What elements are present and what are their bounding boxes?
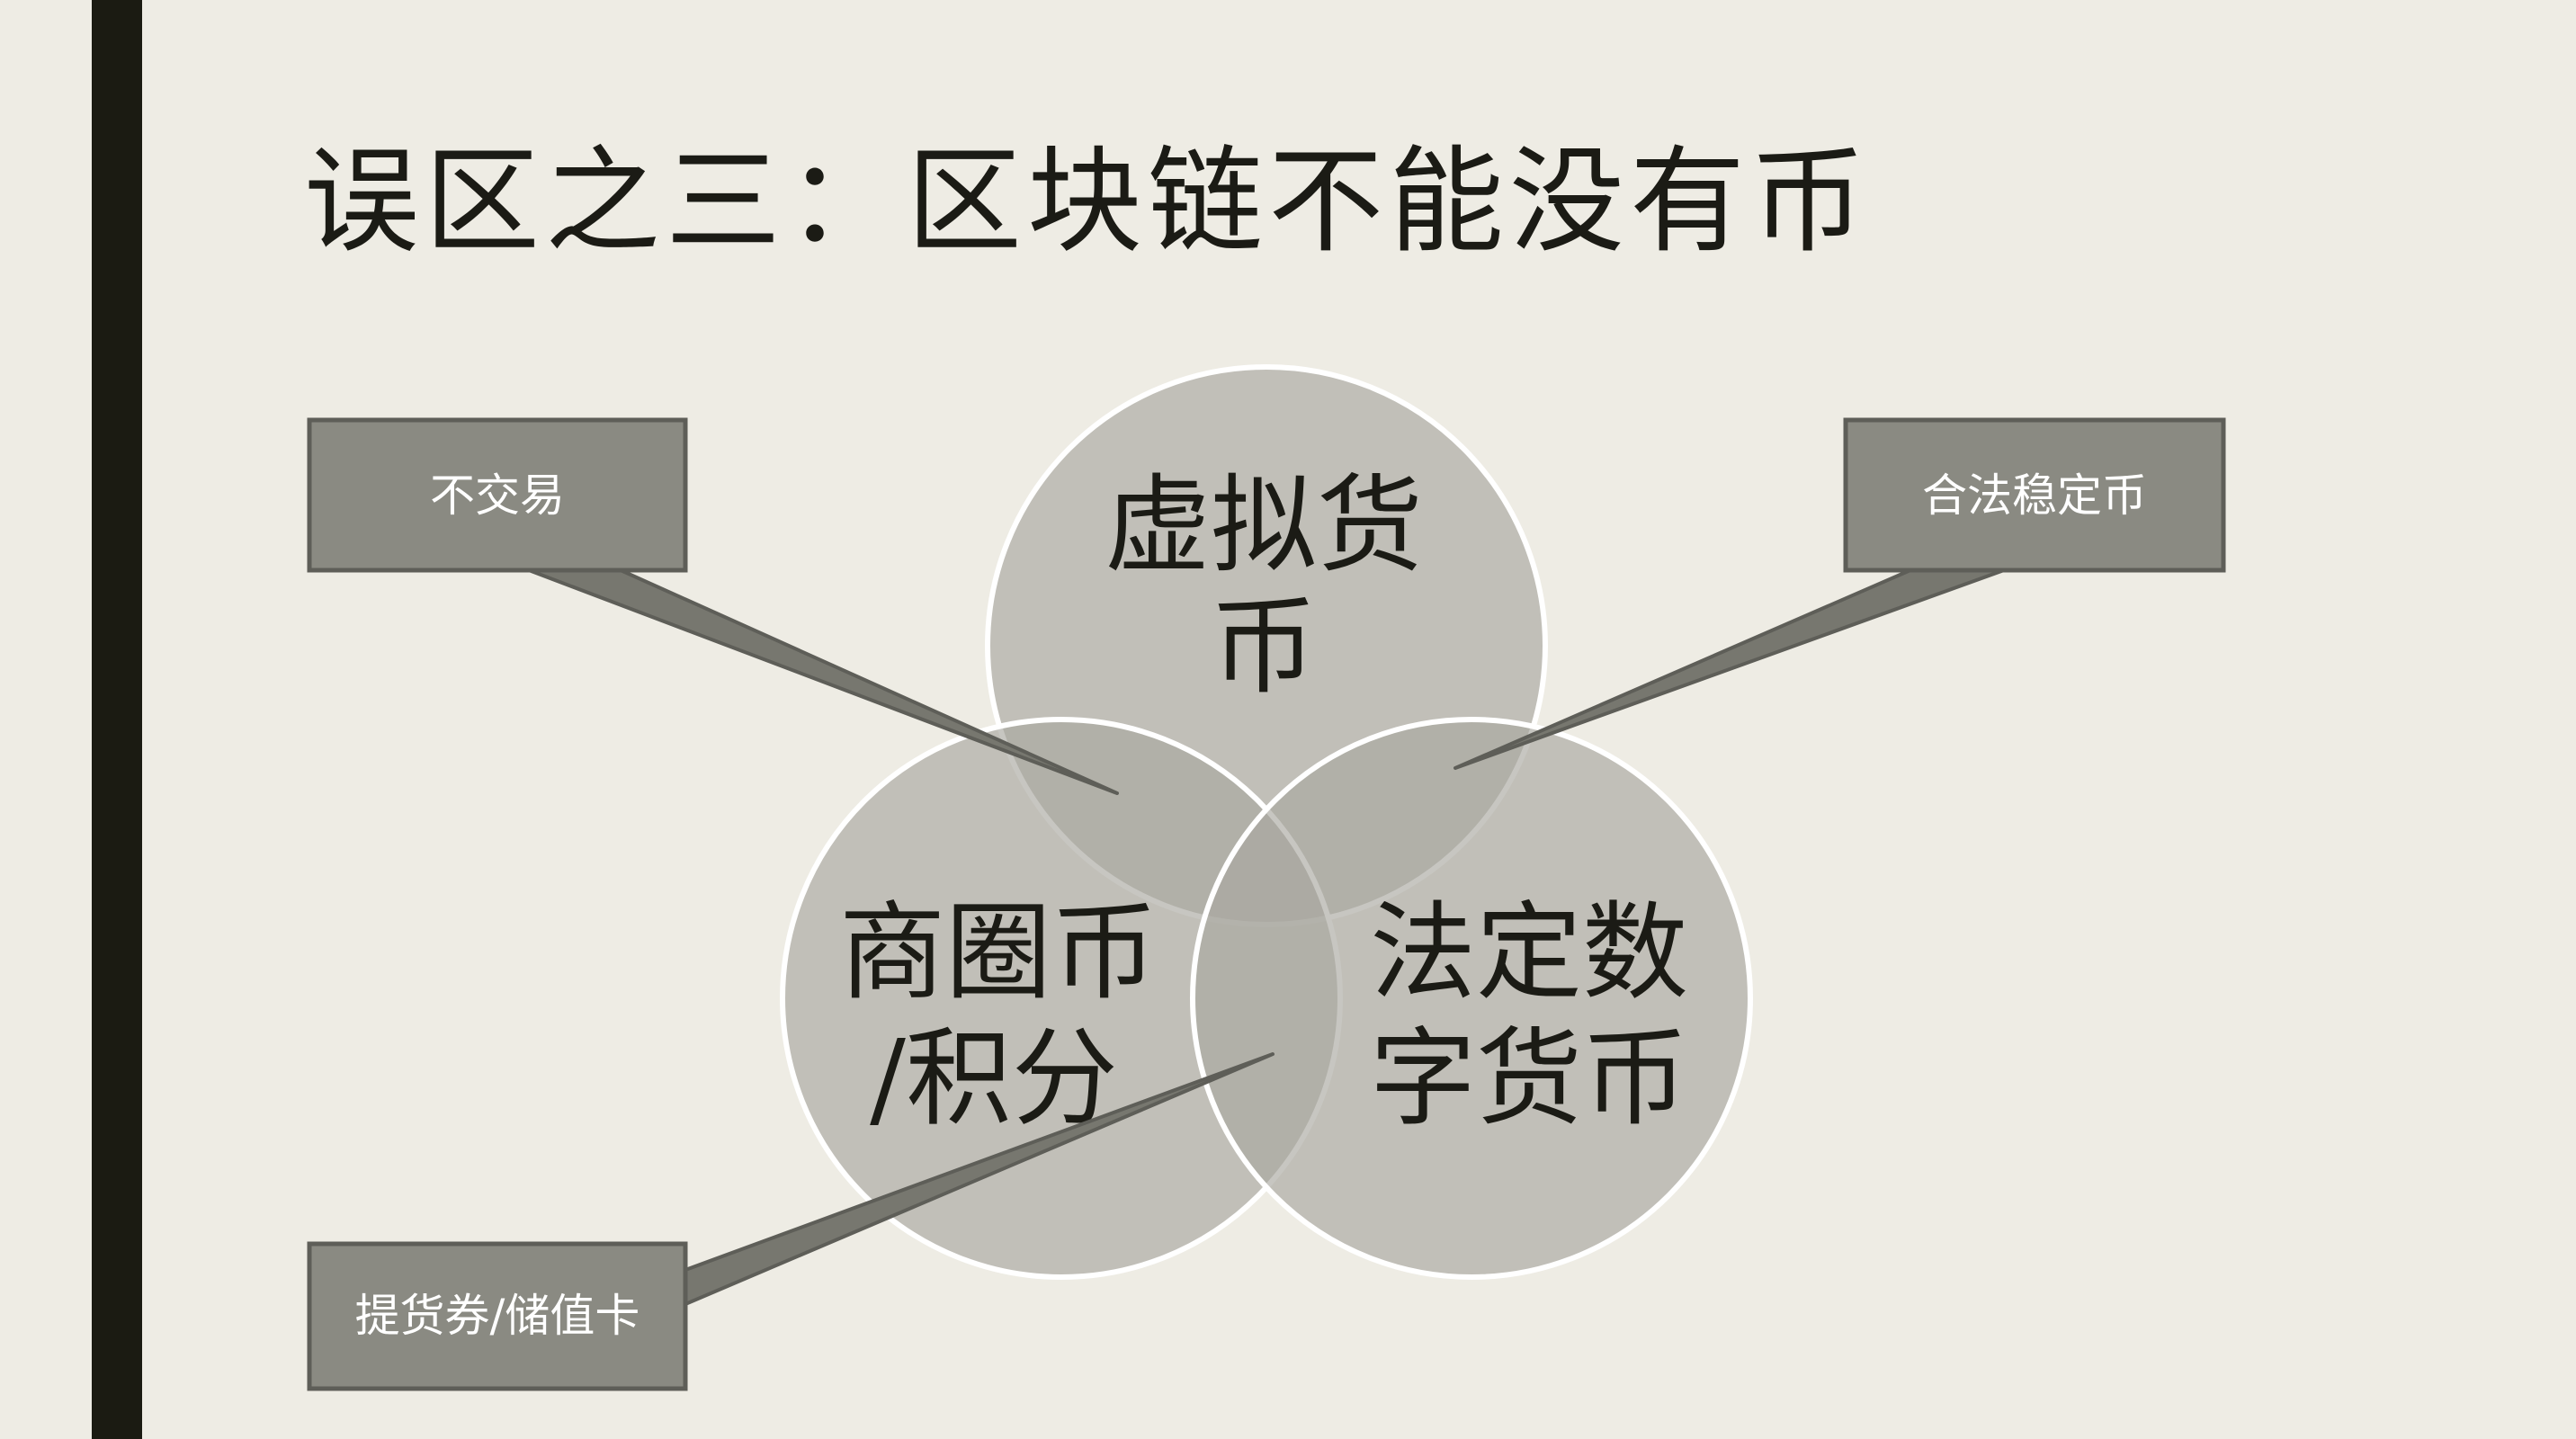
circle-label-legal-line1: 法定数 (1370, 890, 1688, 1014)
slide-title: 误区之三：区块链不能没有币 (304, 135, 1872, 269)
callout-no-trading-text: 不交易 (430, 469, 565, 522)
callout-legal-stablecoin-text: 合法稳定币 (1922, 469, 2147, 522)
callout-voucher-card: 提货券/储值卡 (307, 1052, 1275, 1391)
circle-label-virtual-line1: 虚拟货 (1105, 463, 1423, 587)
venn-circles (780, 364, 1753, 1280)
circle-label-merchant-line1: 商圈币 (839, 890, 1158, 1014)
callout-no-trading: 不交易 (307, 417, 1119, 795)
accent-bar (92, 0, 142, 1439)
circle-legal-digital-currency (1190, 717, 1753, 1280)
callout-no-trading-box (307, 417, 688, 573)
circle-label-merchant-line2: /积分 (870, 1016, 1118, 1140)
circle-label-legal-line2: 字货币 (1370, 1016, 1688, 1140)
callout-legal-stablecoin-box (1843, 417, 2226, 573)
circle-label-virtual-line2: 币 (1211, 585, 1317, 709)
callout-voucher-card-box (307, 1241, 688, 1391)
callout-voucher-card-text: 提货券/储值卡 (355, 1290, 640, 1342)
callout-legal-stablecoin: 合法稳定币 (1453, 417, 2226, 770)
